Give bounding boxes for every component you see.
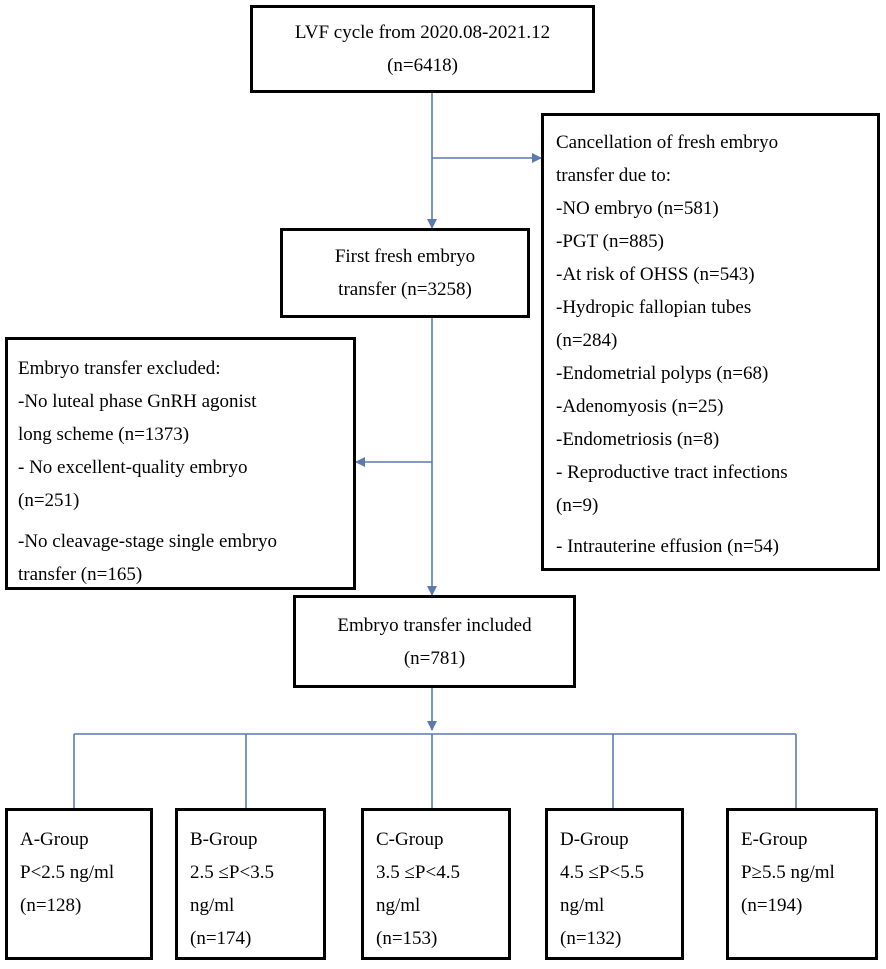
group-count: (n=194) [741,895,803,916]
group-range-unit: ng/ml [190,895,235,916]
group-e-box: E-Group P≥5.5 ng/ml (n=194) [726,808,878,960]
excluded-item: -No luteal phase GnRH agonist [18,391,257,412]
excluded-title: Embryo transfer excluded: [18,358,221,379]
group-range: P≥5.5 ng/ml [741,862,835,883]
cancellation-item: - Intrauterine effusion (n=54) [556,536,779,557]
included-line-1: Embryo transfer included [337,614,532,636]
cancellation-item: -Endometriosis (n=8) [556,429,720,450]
group-range: P<2.5 ng/ml [20,862,115,883]
start-title: LVF cycle from 2020.08-2021.12 [294,22,551,43]
group-name: A-Group [20,829,89,850]
excluded-item: - No excellent-quality embryo [18,457,248,478]
group-range-unit: ng/ml [560,895,605,916]
group-name: C-Group [376,829,444,850]
included-box: Embryo transfer included (n=781) [293,595,576,688]
included-count: (n=781) [403,647,466,669]
start-count: (n=6418) [387,55,458,76]
cancellation-item: -NO embryo (n=581) [556,198,719,219]
excluded-box: Embryo transfer excluded: -No luteal pha… [5,337,356,590]
group-name: B-Group [190,829,258,850]
group-d-box: D-Group 4.5 ≤P<5.5 ng/ml (n=132) [545,808,684,960]
first-transfer-box: First fresh embryo transfer (n=3258) [280,228,530,318]
cancellation-item: -Hydropic fallopian tubes [556,297,752,318]
group-range: 3.5 ≤P<4.5 [376,862,460,883]
group-a-box: A-Group P<2.5 ng/ml (n=128) [5,808,153,960]
cancellation-title-2: transfer due to: [556,165,672,186]
cancellation-box: Cancellation of fresh embryo transfer du… [541,113,880,571]
group-range-unit: ng/ml [376,895,421,916]
group-count: (n=174) [190,928,252,949]
cancellation-item: -Endometrial polyps (n=68) [556,363,769,384]
group-count: (n=132) [560,928,622,949]
group-count: (n=153) [376,928,438,949]
group-c-box: C-Group 3.5 ≤P<4.5 ng/ml (n=153) [361,808,511,960]
excluded-item: (n=251) [18,490,80,511]
first-transfer-line-2: transfer (n=3258) [338,279,472,300]
group-b-box: B-Group 2.5 ≤P<3.5 ng/ml (n=174) [175,808,326,960]
cancellation-item: -At risk of OHSS (n=543) [556,264,755,285]
group-range: 4.5 ≤P<5.5 [560,862,644,883]
group-count: (n=128) [20,895,82,916]
cancellation-item: (n=284) [556,330,618,351]
cancellation-title-1: Cancellation of fresh embryo [556,132,779,153]
cancellation-item: (n=9) [556,495,599,516]
start-box: LVF cycle from 2020.08-2021.12 (n=6418) [250,5,595,93]
cancellation-item: -PGT (n=885) [556,231,664,252]
group-range: 2.5 ≤P<3.5 [190,862,274,883]
excluded-item: long scheme (n=1373) [18,424,190,445]
group-name: E-Group [741,829,808,850]
first-transfer-line-1: First fresh embryo [334,246,476,267]
cancellation-item: -Adenomyosis (n=25) [556,396,724,417]
excluded-item: -No cleavage-stage single embryo [18,531,278,552]
cancellation-item: - Reproductive tract infections [556,462,788,483]
excluded-item: transfer (n=165) [18,564,143,585]
group-name: D-Group [560,829,629,850]
